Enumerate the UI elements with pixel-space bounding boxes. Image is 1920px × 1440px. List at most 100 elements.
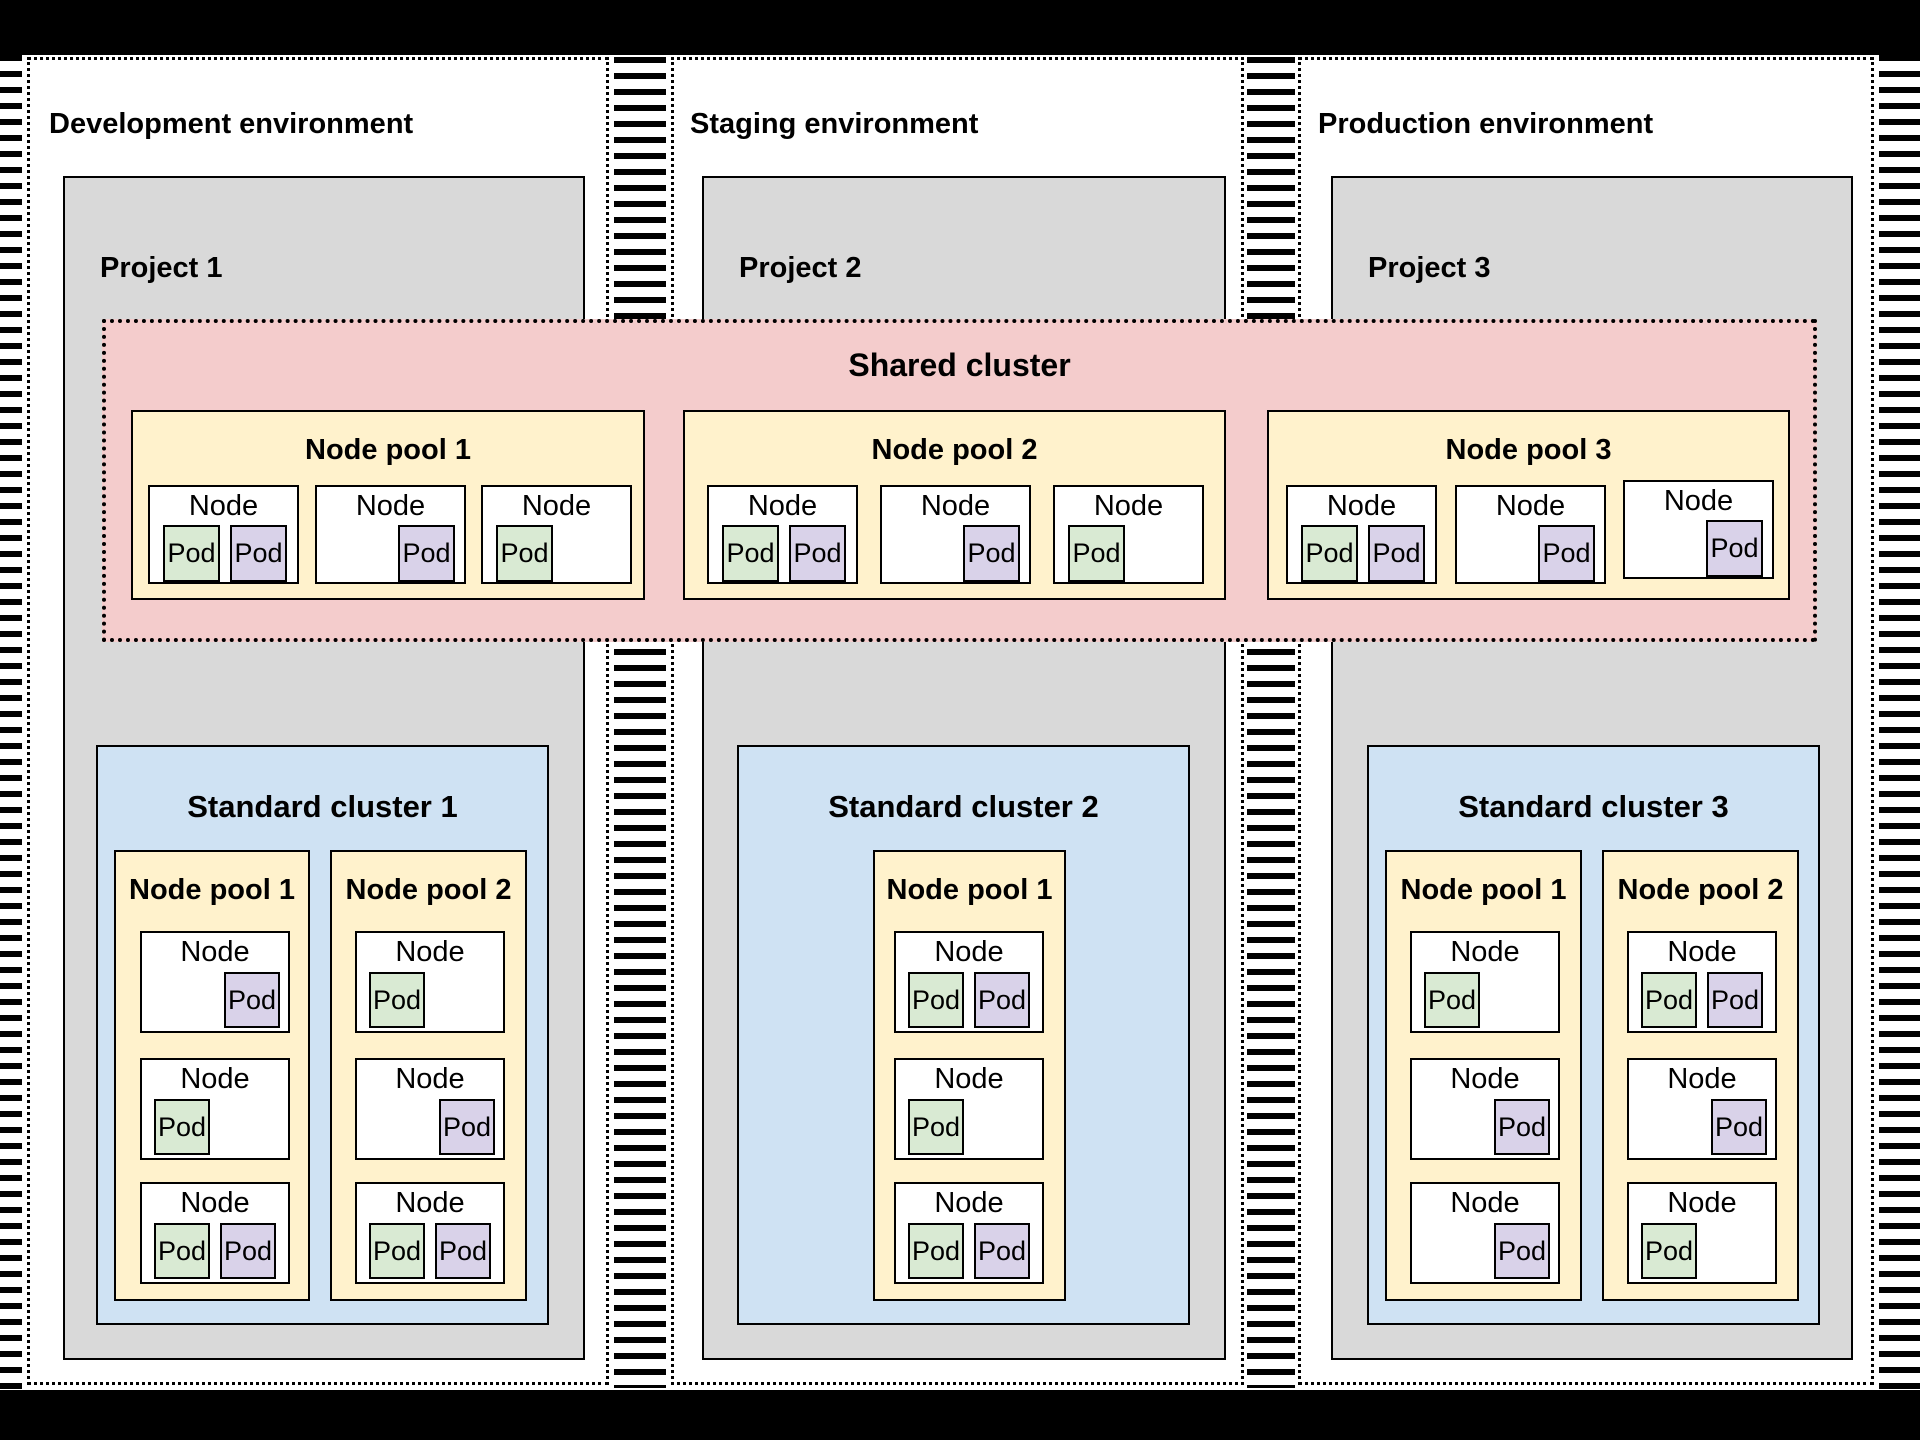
node-box: Node Pod bbox=[1410, 1182, 1560, 1284]
pod-box: Pod bbox=[963, 525, 1020, 582]
hatch-bar-dev-staging bbox=[614, 57, 666, 1388]
node-box: Node Pod bbox=[1053, 485, 1204, 584]
node-label: Node bbox=[355, 490, 426, 522]
pod-box: Pod bbox=[369, 972, 425, 1028]
pod-box: Pod bbox=[1706, 520, 1763, 577]
node-label: Node bbox=[180, 1187, 250, 1219]
top-border-bar bbox=[0, 0, 1920, 55]
node-label: Node bbox=[1667, 936, 1737, 968]
pod-box: Pod bbox=[1641, 1223, 1697, 1279]
sc3-node-pool-1: Node pool 1 Node Pod Node Pod Node Pod bbox=[1385, 850, 1582, 1301]
pod-box: Pod bbox=[908, 1099, 964, 1155]
pod-box: Pod bbox=[1068, 525, 1125, 582]
hatch-bar-left bbox=[0, 55, 22, 1390]
node-box: Node Pod Pod bbox=[894, 1182, 1044, 1284]
standard-cluster-1-title: Standard cluster 1 bbox=[187, 789, 458, 824]
node-box: Node Pod bbox=[1410, 931, 1560, 1033]
staging-environment-label: Staging environment bbox=[690, 108, 979, 140]
node-label: Node bbox=[1450, 936, 1520, 968]
hatch-bar-right bbox=[1879, 55, 1920, 1390]
node-label: Node bbox=[1326, 490, 1397, 522]
standard-cluster-2-title: Standard cluster 2 bbox=[828, 789, 1099, 824]
node-box: Node Pod Pod bbox=[894, 931, 1044, 1033]
node-label: Node bbox=[395, 1063, 465, 1095]
sc1-node-pool-1: Node pool 1 Node Pod Node Pod Node Pod P… bbox=[114, 850, 310, 1301]
node-box: Node Pod bbox=[1410, 1058, 1560, 1160]
node-label: Node bbox=[1450, 1063, 1520, 1095]
pod-box: Pod bbox=[496, 525, 553, 582]
node-box: Node Pod bbox=[1627, 1182, 1777, 1284]
shared-cluster-box: Shared cluster Node pool 1 Node Pod Pod … bbox=[102, 319, 1817, 642]
shared-node-pool-2-title: Node pool 2 bbox=[871, 434, 1038, 466]
node-label: Node bbox=[395, 936, 465, 968]
node-box: Node Pod bbox=[894, 1058, 1044, 1160]
sc2-node-pool-1: Node pool 1 Node Pod Pod Node Pod Node P… bbox=[873, 850, 1066, 1301]
pod-box: Pod bbox=[163, 525, 220, 582]
pod-box: Pod bbox=[722, 525, 779, 582]
bottom-border-bar bbox=[0, 1390, 1920, 1440]
project-3-label: Project 3 bbox=[1368, 252, 1491, 284]
pod-box: Pod bbox=[398, 525, 455, 582]
shared-cluster-title: Shared cluster bbox=[848, 347, 1071, 383]
node-box: Node Pod Pod bbox=[1286, 485, 1437, 584]
sc1-node-pool-1-title: Node pool 1 bbox=[129, 874, 295, 906]
pod-box: Pod bbox=[230, 525, 287, 582]
sc3-node-pool-1-title: Node pool 1 bbox=[1400, 874, 1567, 906]
hatch-bar-staging-production bbox=[1247, 57, 1295, 1388]
node-label: Node bbox=[180, 1063, 250, 1095]
staging-environment-box bbox=[671, 57, 1244, 1385]
node-box: Node Pod bbox=[355, 1058, 505, 1160]
sc3-node-pool-2-title: Node pool 2 bbox=[1617, 874, 1784, 906]
node-label: Node bbox=[747, 490, 818, 522]
pod-box: Pod bbox=[1707, 972, 1763, 1028]
pod-box: Pod bbox=[974, 972, 1030, 1028]
project-1-label: Project 1 bbox=[100, 252, 223, 284]
node-box: Node Pod Pod bbox=[148, 485, 299, 584]
pod-box: Pod bbox=[220, 1223, 276, 1279]
node-box: Node Pod Pod bbox=[140, 1182, 290, 1284]
pod-box: Pod bbox=[224, 972, 280, 1028]
standard-cluster-3-box: Standard cluster 3 Node pool 1 Node Pod … bbox=[1367, 745, 1820, 1325]
node-label: Node bbox=[1495, 490, 1566, 522]
node-label: Node bbox=[1667, 1187, 1737, 1219]
pod-box: Pod bbox=[1711, 1099, 1767, 1155]
node-box: Node Pod bbox=[140, 1058, 290, 1160]
sc1-node-pool-2-title: Node pool 2 bbox=[345, 874, 512, 906]
pod-box: Pod bbox=[435, 1223, 491, 1279]
sc1-node-pool-2: Node pool 2 Node Pod Node Pod Node Pod P… bbox=[330, 850, 527, 1301]
pod-box: Pod bbox=[1301, 525, 1358, 582]
project-2-label: Project 2 bbox=[739, 252, 862, 284]
pod-box: Pod bbox=[789, 525, 846, 582]
pod-box: Pod bbox=[369, 1223, 425, 1279]
sc3-node-pool-2: Node pool 2 Node Pod Pod Node Pod Node P… bbox=[1602, 850, 1799, 1301]
development-environment-label: Development environment bbox=[49, 108, 414, 140]
node-label: Node bbox=[934, 1187, 1004, 1219]
standard-cluster-1-box: Standard cluster 1 Node pool 1 Node Pod … bbox=[96, 745, 549, 1325]
node-label: Node bbox=[1667, 1063, 1737, 1095]
node-box: Node Pod bbox=[1455, 485, 1606, 584]
pod-box: Pod bbox=[1538, 525, 1595, 582]
shared-node-pool-2: Node pool 2 Node Pod Pod Node Pod Node P… bbox=[683, 410, 1226, 600]
development-environment-box bbox=[27, 57, 609, 1385]
pod-box: Pod bbox=[974, 1223, 1030, 1279]
node-label: Node bbox=[934, 936, 1004, 968]
node-box: Node Pod bbox=[1623, 480, 1774, 579]
shared-node-pool-1: Node pool 1 Node Pod Pod Node Pod Node P… bbox=[131, 410, 645, 600]
node-box: Node Pod bbox=[315, 485, 466, 584]
pod-box: Pod bbox=[1494, 1223, 1550, 1279]
pod-box: Pod bbox=[154, 1223, 210, 1279]
node-box: Node Pod Pod bbox=[707, 485, 858, 584]
standard-cluster-2-box: Standard cluster 2 Node pool 1 Node Pod … bbox=[737, 745, 1190, 1325]
node-box: Node Pod Pod bbox=[1627, 931, 1777, 1033]
node-label: Node bbox=[395, 1187, 465, 1219]
pod-box: Pod bbox=[439, 1099, 495, 1155]
production-environment-box bbox=[1298, 57, 1874, 1385]
node-box: Node Pod bbox=[481, 485, 632, 584]
sc2-node-pool-1-title: Node pool 1 bbox=[886, 874, 1053, 906]
node-label: Node bbox=[180, 936, 250, 968]
node-box: Node Pod bbox=[1627, 1058, 1777, 1160]
pod-box: Pod bbox=[1368, 525, 1425, 582]
node-box: Node Pod Pod bbox=[355, 1182, 505, 1284]
pod-box: Pod bbox=[1424, 972, 1480, 1028]
